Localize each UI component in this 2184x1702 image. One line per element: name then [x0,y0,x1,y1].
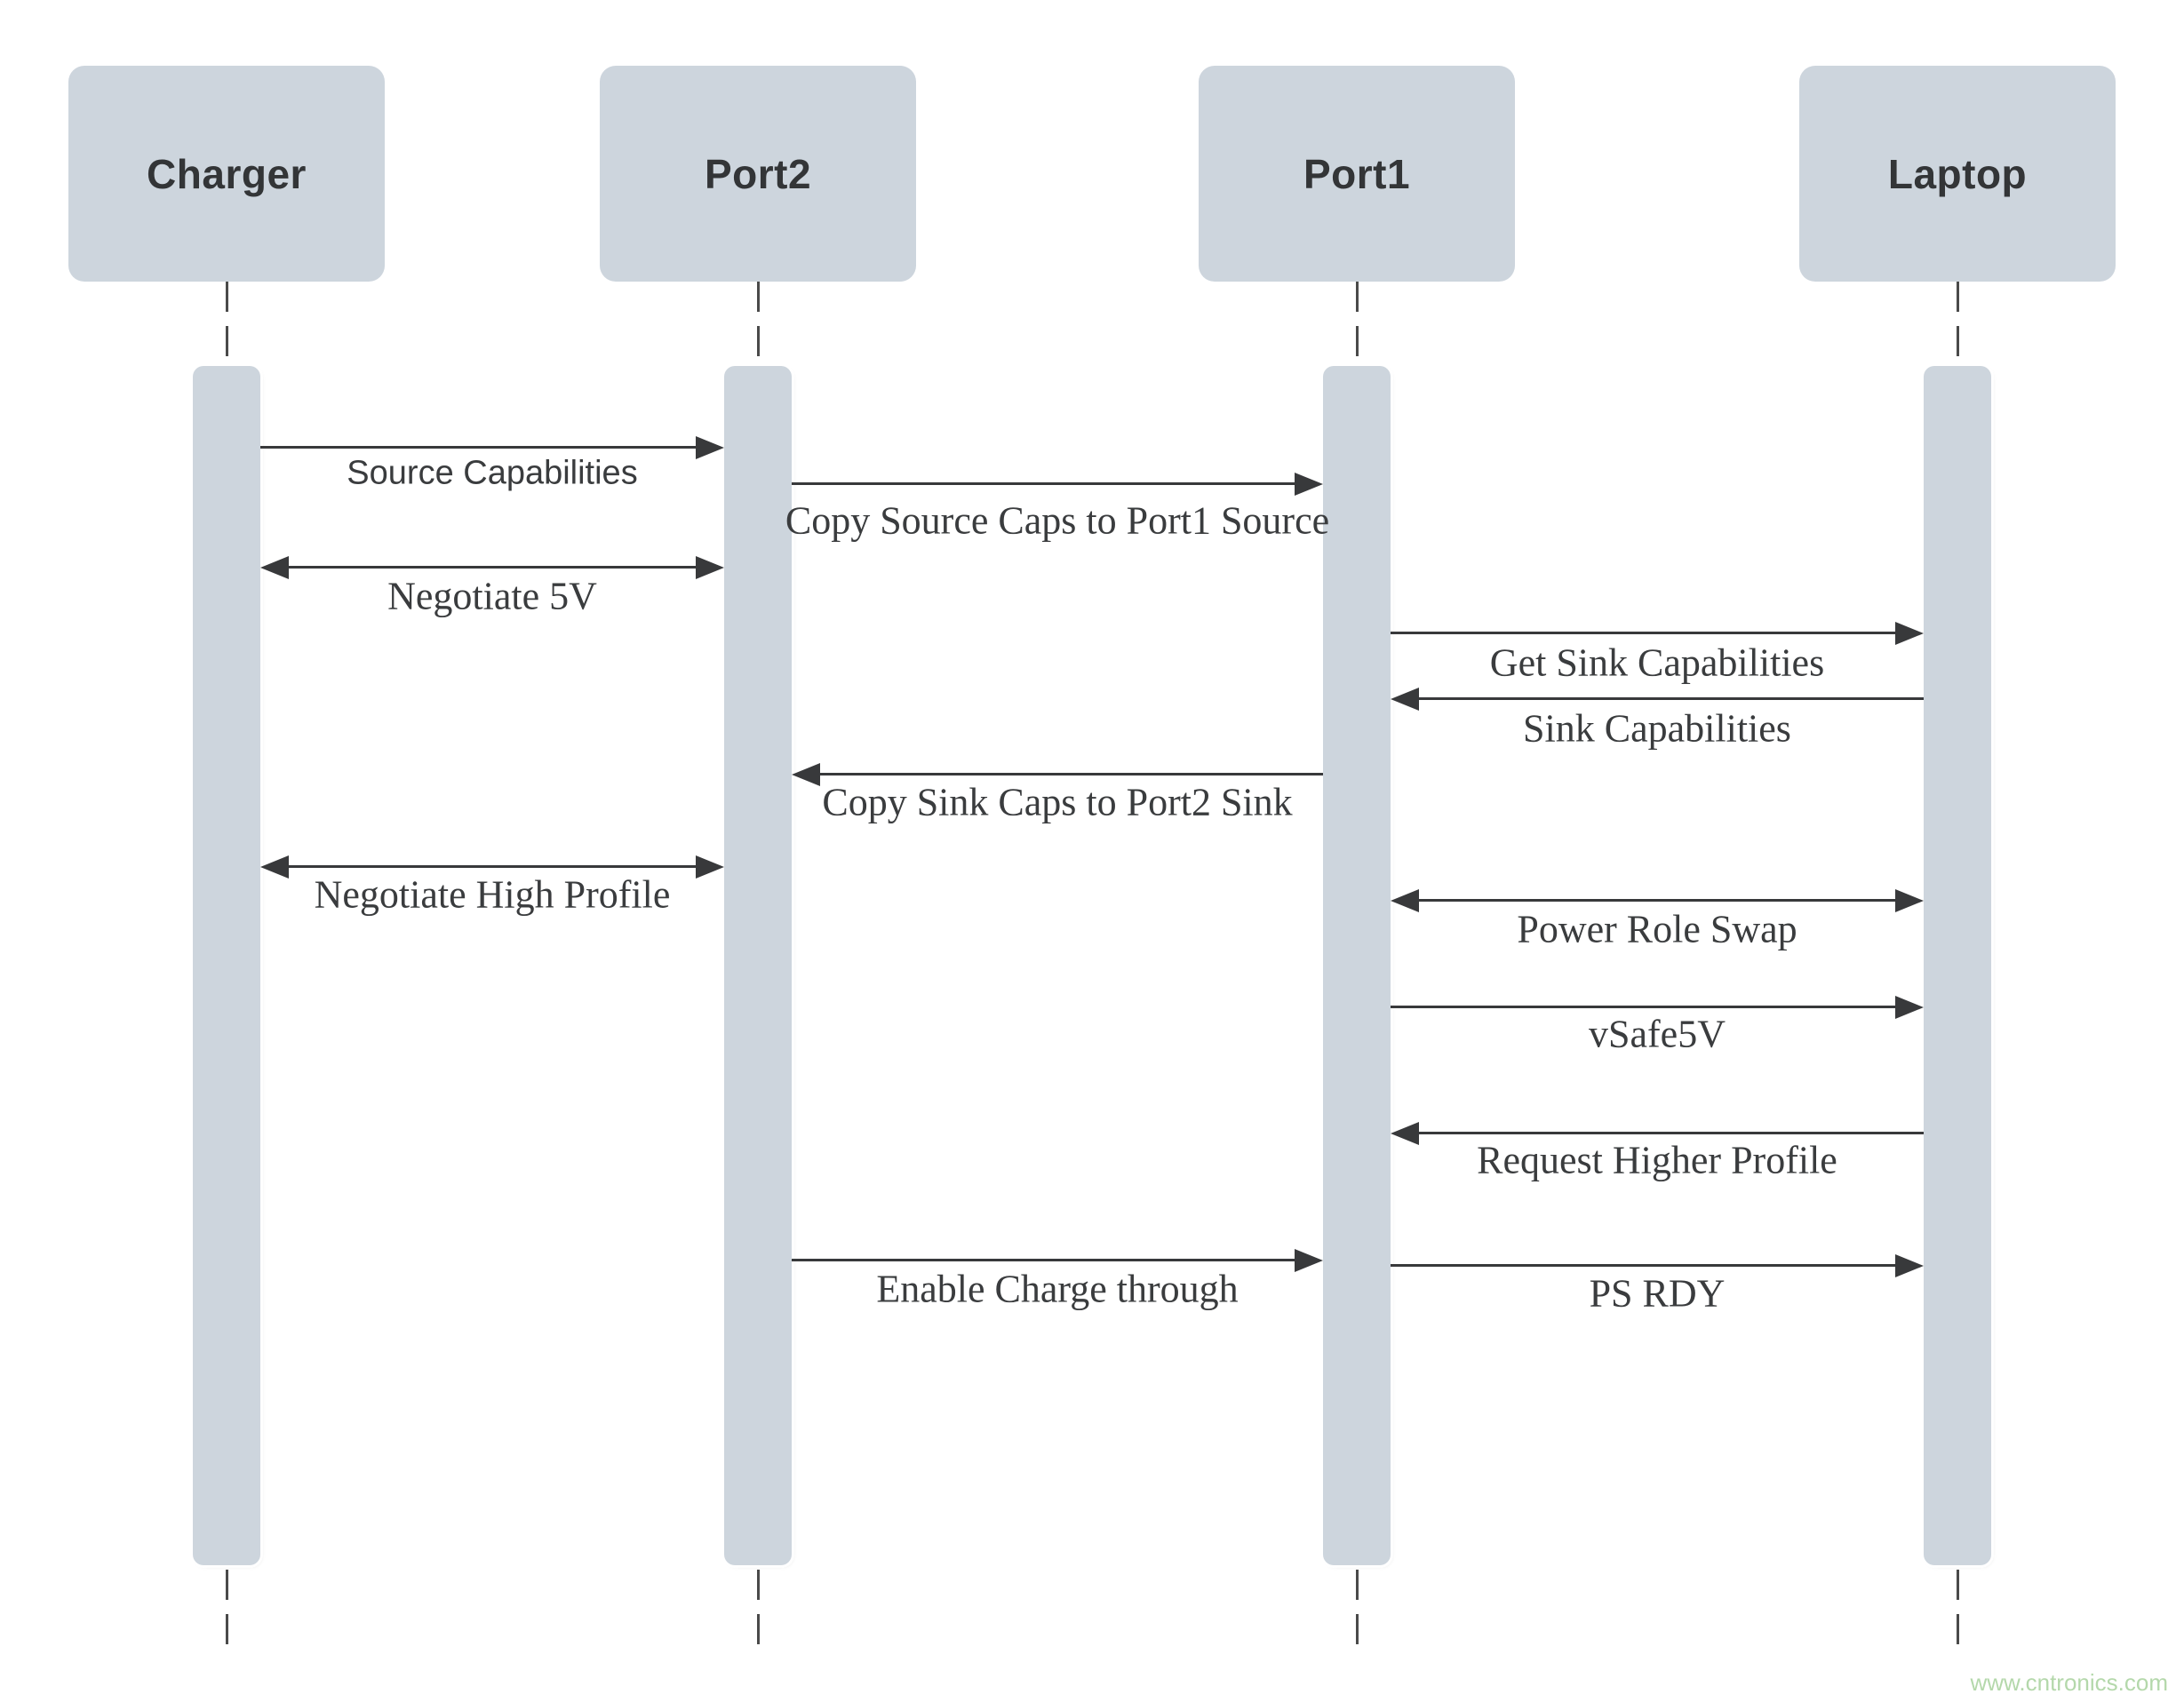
arrowhead-right-icon [1295,472,1323,496]
arrowhead-left-icon [1391,1121,1419,1145]
lifeline-dashed-bottom [756,1570,760,1654]
actor-label: Port2 [704,150,812,197]
arrowhead-right-icon [1895,995,1924,1019]
actor-label: Laptop [1887,150,2028,197]
message-label: Request Higher Profile [1477,1138,1837,1182]
message-line [815,773,1323,775]
actor-box-port2: Port2 [600,66,916,282]
lifeline-dashed-bottom [1355,1570,1359,1654]
message-label: Source Capabilities [347,454,638,492]
activation-bar-charger [193,366,260,1565]
actor-label: Charger [147,150,307,197]
lifeline-dashed-top [1956,282,1959,362]
actor-box-laptop: Laptop [1799,66,2116,282]
message-label: PS RDY [1589,1271,1726,1316]
arrowhead-right-icon [696,855,724,879]
arrowhead-left-icon [260,555,289,579]
arrowhead-left-icon [1391,888,1419,912]
message-line [792,482,1300,485]
message-line [1391,1006,1901,1008]
activation-bar-port1 [1323,366,1391,1565]
message-label: Copy Sink Caps to Port2 Sink [822,780,1293,824]
message-line [1414,899,1901,902]
message-label: Negotiate High Profile [314,872,671,917]
message-line [260,446,701,449]
arrowhead-left-icon [792,762,820,786]
lifeline-dashed-bottom [225,1570,228,1654]
message-line [283,566,701,569]
arrowhead-right-icon [1895,1253,1924,1277]
lifeline-dashed-top [225,282,228,362]
message-label: Get Sink Capabilities [1489,640,1825,685]
activation-bar-port2 [724,366,792,1565]
message-label: Sink Capabilities [1523,706,1791,751]
actor-label: Port1 [1303,150,1411,197]
lifeline-dashed-top [1355,282,1359,362]
lifeline-dashed-bottom [1956,1570,1959,1654]
arrowhead-right-icon [1895,888,1924,912]
watermark: www.cntronics.com [1970,1669,2169,1696]
message-label: Enable Charge through [876,1267,1239,1311]
message-label: Negotiate 5V [387,574,597,618]
message-line [283,865,701,868]
message-line [1414,1132,1924,1134]
message-line [1391,1264,1901,1267]
arrowhead-left-icon [260,855,289,879]
message-label: Copy Source Caps to Port1 Source [785,498,1330,543]
actor-box-charger: Charger [68,66,385,282]
arrowhead-right-icon [1295,1248,1323,1272]
message-line [1414,697,1924,700]
arrowhead-right-icon [696,435,724,459]
message-line [792,1259,1300,1261]
lifeline-dashed-top [756,282,760,362]
actor-box-port1: Port1 [1199,66,1515,282]
message-label: vSafe5V [1589,1012,1726,1056]
message-line [1391,632,1901,634]
message-label: Power Role Swap [1517,907,1797,951]
arrowhead-right-icon [696,555,724,579]
arrowhead-right-icon [1895,621,1924,645]
arrowhead-left-icon [1391,687,1419,711]
activation-bar-laptop [1924,366,1991,1565]
